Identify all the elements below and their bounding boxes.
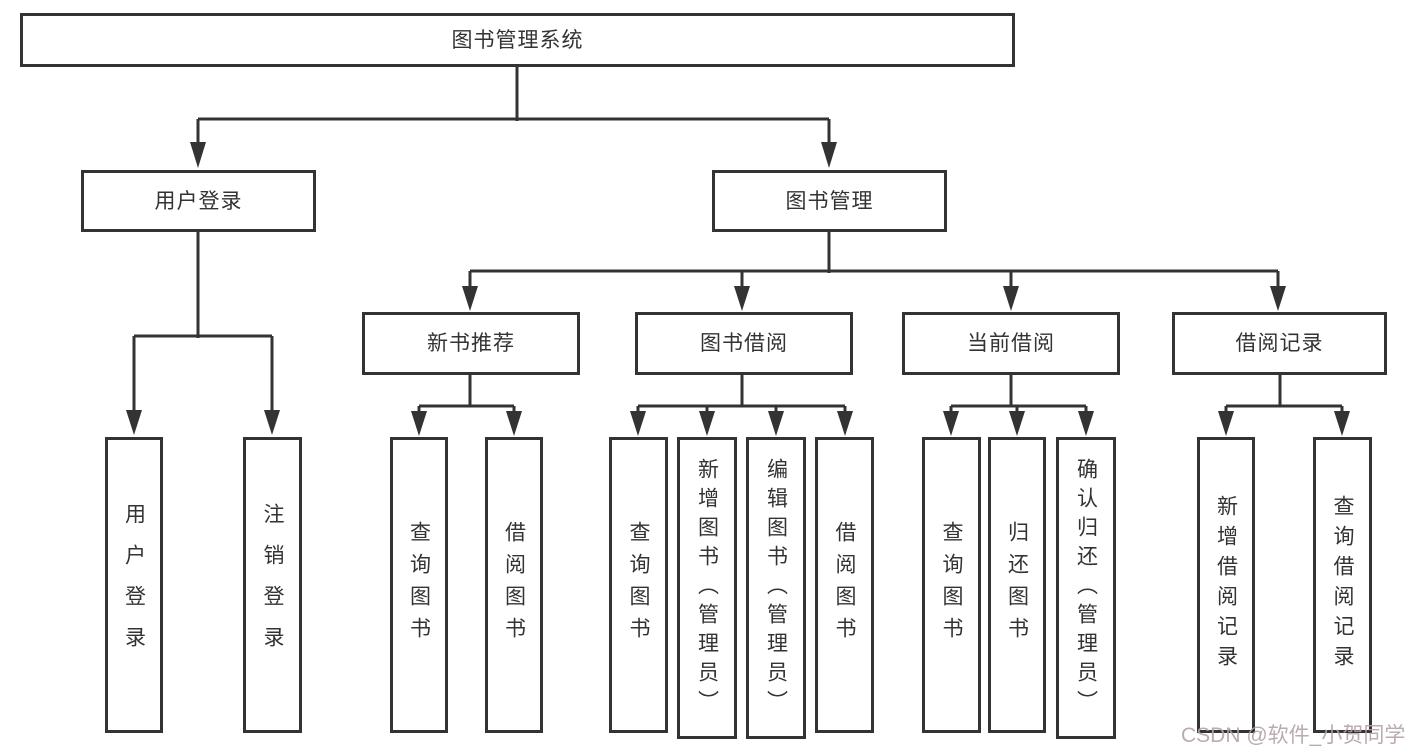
node-current-borrowing-label: 当前借阅 <box>967 332 1055 355</box>
leaf-return-books: 归还图书 <box>988 437 1046 733</box>
connector-borrowing-group <box>636 375 847 412</box>
node-book-borrowing-label: 图书借阅 <box>700 332 788 355</box>
leaf-return-books-label: 归还图书 <box>1005 521 1029 649</box>
leaf-query-borrow-record-label: 查询借阅记录 <box>1331 495 1354 675</box>
node-current-borrowing: 当前借阅 <box>902 312 1120 375</box>
leaf-logout: 注销登录 <box>243 437 302 733</box>
leaf-logout-label: 注销登录 <box>261 503 284 667</box>
node-book-borrowing: 图书借阅 <box>635 312 853 375</box>
node-borrow-records-label: 借阅记录 <box>1235 332 1324 355</box>
leaf-query-books-current-label: 查询图书 <box>940 521 963 649</box>
leaf-confirm-return-admin: 确认归还（管理员） <box>1056 437 1116 739</box>
leaf-query-books-recommend-label: 查询图书 <box>407 521 431 649</box>
node-new-book-recommend: 新书推荐 <box>362 312 580 375</box>
connector-current-group <box>949 375 1088 412</box>
leaf-query-books-recommend: 查询图书 <box>390 437 448 733</box>
leaf-borrow-books-borrowing-label: 借阅图书 <box>833 521 856 649</box>
leaf-add-book-admin-label: 新增图书（管理员） <box>695 457 719 719</box>
leaf-edit-book-admin-label: 编辑图书（管理员） <box>764 457 788 719</box>
leaf-add-borrow-record-label: 新增借阅记录 <box>1214 495 1238 675</box>
leaf-borrow-books-recommend: 借阅图书 <box>485 437 543 733</box>
connector-newbooks-group <box>417 375 516 412</box>
leaf-query-books-borrowing: 查询图书 <box>609 437 668 733</box>
leaf-user-login-label: 用户登录 <box>122 503 146 667</box>
connector-bookmgmt-to-level2 <box>468 232 1280 287</box>
leaf-query-books-current: 查询图书 <box>922 437 981 733</box>
node-root-label: 图书管理系统 <box>451 28 584 52</box>
leaf-user-login: 用户登录 <box>105 437 163 733</box>
leaf-query-books-borrowing-label: 查询图书 <box>627 521 650 649</box>
node-root: 图书管理系统 <box>20 13 1015 67</box>
leaf-add-borrow-record: 新增借阅记录 <box>1197 437 1255 733</box>
leaf-borrow-books-recommend-label: 借阅图书 <box>502 521 526 649</box>
arrowheads <box>126 142 1350 436</box>
node-book-management-label: 图书管理 <box>785 189 874 213</box>
node-new-book-recommend-label: 新书推荐 <box>427 332 515 355</box>
node-user-login-label: 用户登录 <box>154 189 243 213</box>
csdn-watermark: CSDN @软件_小贺同学 <box>1181 724 1405 747</box>
leaf-edit-book-admin: 编辑图书（管理员） <box>746 437 806 739</box>
connector-userlogin-to-leaves <box>132 232 274 411</box>
connector-records-group <box>1224 375 1344 412</box>
leaf-borrow-books-borrowing: 借阅图书 <box>815 437 874 733</box>
node-borrow-records: 借阅记录 <box>1172 312 1387 375</box>
leaf-add-book-admin: 新增图书（管理员） <box>677 437 737 739</box>
node-user-login: 用户登录 <box>81 170 316 232</box>
node-book-management: 图书管理 <box>712 170 947 232</box>
leaf-confirm-return-admin-label: 确认归还（管理员） <box>1074 457 1098 719</box>
connector-root-to-level1 <box>196 67 831 143</box>
leaf-query-borrow-record: 查询借阅记录 <box>1313 437 1372 733</box>
